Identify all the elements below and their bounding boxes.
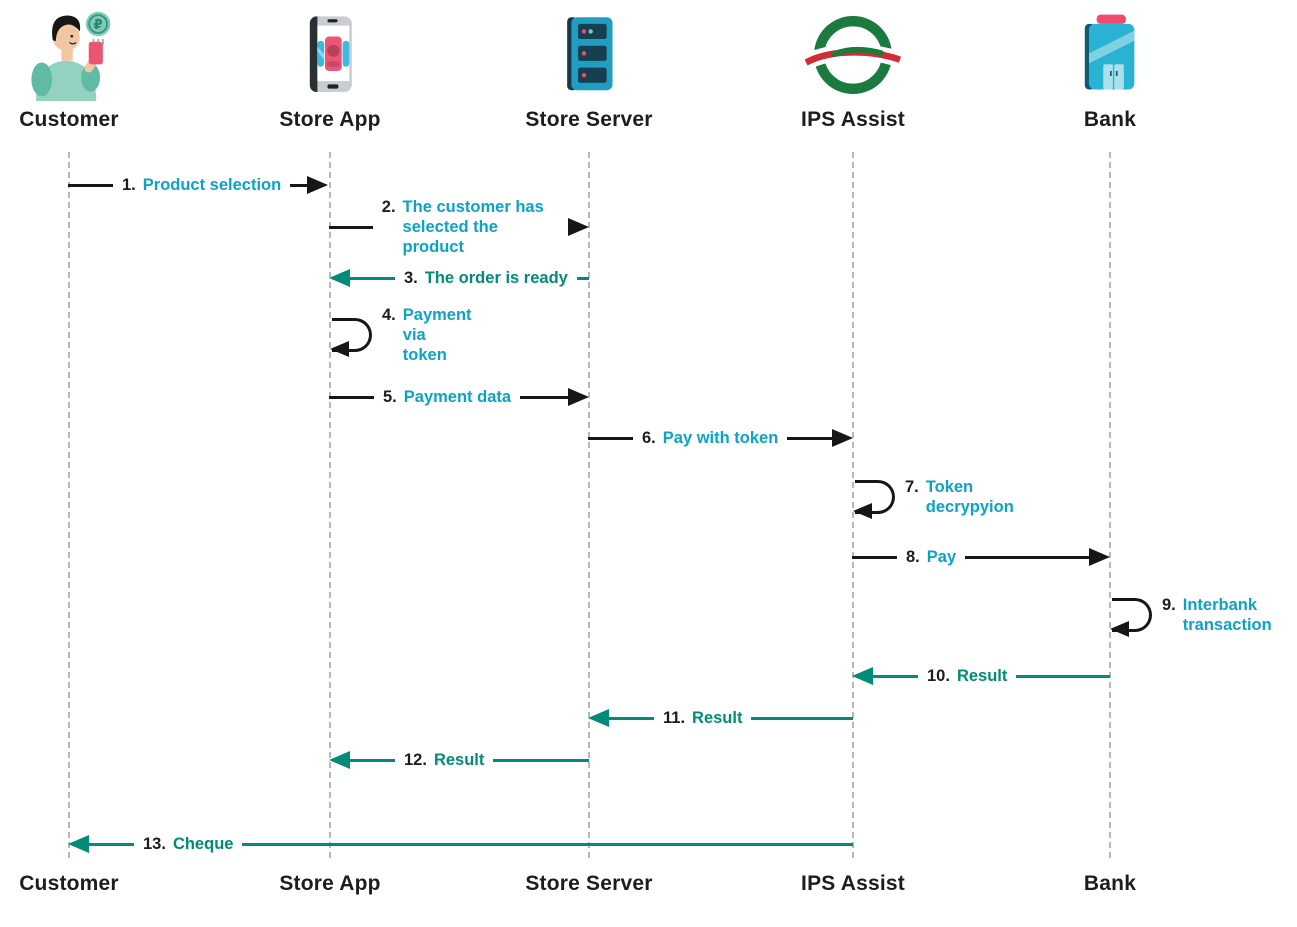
svg-text:₽: ₽: [94, 18, 103, 33]
message-line: [609, 716, 654, 720]
message-label: 2.The customer has selected the product: [381, 198, 544, 256]
arrowhead-left-icon: [588, 709, 609, 727]
message-label: 12.Result: [404, 751, 485, 769]
actor-label-customer-bottom: Customer: [19, 872, 119, 895]
message-line: [787, 436, 832, 440]
actor-store-app-top: Store App: [240, 6, 420, 132]
lifeline-bank: [1109, 152, 1111, 858]
message-line: [68, 183, 113, 187]
message-line: [329, 225, 373, 229]
actor-label-customer: Customer: [19, 108, 119, 131]
message-line: [329, 395, 374, 399]
store-server-icon: [547, 6, 631, 102]
arrowhead-right-icon: [568, 388, 589, 406]
message-line: [290, 183, 307, 187]
message-line: [588, 436, 633, 440]
message-line: [89, 842, 134, 846]
self-loop-icon: [855, 480, 895, 514]
actor-customer-top: ₽ Customer: [0, 6, 159, 132]
message-line: [242, 842, 853, 846]
message-label: 10.Result: [927, 667, 1008, 685]
actor-label-ips-assist: IPS Assist: [801, 108, 905, 131]
message-label: 1.Product selection: [122, 176, 282, 194]
arrowhead-left-icon: [330, 341, 349, 357]
lifeline-store-app: [329, 152, 331, 858]
arrowhead-left-icon: [68, 835, 89, 853]
actor-ips-assist-top: IPS Assist: [763, 6, 943, 132]
actor-bank-top: Bank: [1020, 6, 1200, 132]
self-loop-icon: [1112, 598, 1152, 632]
self-loop-icon: [332, 318, 372, 352]
message-line: [520, 395, 568, 399]
actor-label-store-server-bottom: Store Server: [525, 872, 653, 895]
arrowhead-right-icon: [307, 176, 328, 194]
arrowhead-left-icon: [329, 751, 350, 769]
actor-store-server-top: Store Server: [499, 6, 679, 132]
arrowhead-left-icon: [852, 667, 873, 685]
arrowhead-right-icon: [568, 218, 589, 236]
message-line: [873, 674, 918, 678]
message-label: 9.Interbank transaction: [1162, 596, 1272, 634]
bank-icon: [1068, 6, 1152, 102]
ips-assist-icon: [805, 6, 901, 102]
actor-label-store-app: Store App: [279, 108, 381, 131]
message-line: [350, 758, 395, 762]
actor-label-bank-bottom: Bank: [1083, 872, 1137, 895]
message-line: [493, 758, 589, 762]
message-label: 4.Payment via token: [382, 306, 472, 364]
store-app-icon: [288, 6, 372, 102]
arrowhead-left-icon: [853, 503, 872, 519]
message-line: [965, 555, 1089, 559]
arrowhead-left-icon: [1110, 621, 1129, 637]
message-label: 5.Payment data: [383, 388, 512, 406]
message-line: [751, 716, 853, 720]
actor-label-ips-assist-bottom: IPS Assist: [801, 872, 905, 895]
message-label: 13.Cheque: [143, 835, 234, 853]
message-line: [576, 276, 589, 280]
message-label: 6.Pay with token: [642, 429, 779, 447]
message-line: [1016, 674, 1110, 678]
actor-label-store-app-bottom: Store App: [279, 872, 381, 895]
message-label: 3.The order is ready: [404, 269, 568, 287]
actor-label-bank: Bank: [1083, 108, 1137, 131]
message-label: 11.Result: [663, 709, 743, 727]
message-label: 8.Pay: [906, 548, 957, 566]
lifeline-store-server: [588, 152, 590, 858]
lifeline-customer: [68, 152, 70, 858]
actor-label-store-server: Store Server: [525, 108, 653, 131]
arrowhead-right-icon: [1089, 548, 1110, 566]
arrowhead-left-icon: [329, 269, 350, 287]
message-line: [350, 276, 395, 280]
customer-icon: ₽: [17, 6, 121, 102]
arrowhead-right-icon: [832, 429, 853, 447]
message-label: 7.Token decrypyion: [905, 478, 1014, 516]
message-line: [852, 555, 897, 559]
